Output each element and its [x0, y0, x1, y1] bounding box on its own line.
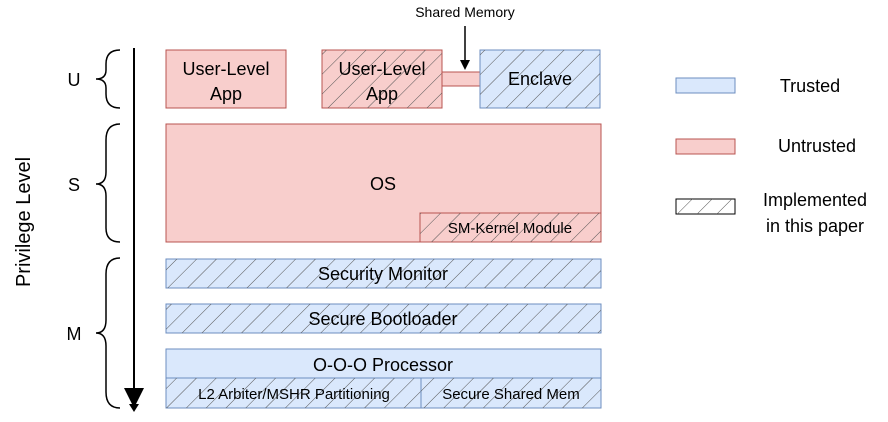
level-s-label: S [68, 175, 80, 195]
level-u-label: U [68, 70, 81, 90]
hatch-overlay [676, 199, 735, 214]
hatch-overlay [421, 378, 601, 408]
hatch-overlay [322, 50, 442, 108]
legend-untrusted-label: Untrusted [778, 136, 856, 156]
l2-arbiter-label: L2 Arbiter/MSHR Partitioning [198, 386, 390, 403]
secure-shared-mem-label: Secure Shared Mem [442, 386, 580, 403]
user-level-app-block [165, 49, 287, 109]
legend-implemented-label-line1: Implemented [763, 190, 867, 210]
ooo-processor-label: O-O-O Processor [313, 355, 453, 375]
user-level-app-label-line2: App [210, 84, 242, 104]
legend-untrusted-swatch [675, 138, 736, 155]
hatch-overlay [166, 304, 601, 333]
hatch-overlay [480, 50, 600, 108]
hatch-overlay [420, 213, 601, 242]
user-level-app-label-line1: User-Level [182, 59, 269, 79]
legend-implemented-label-line2: in this paper [766, 216, 864, 236]
privilege-level-axis-label: Privilege Level [13, 157, 35, 287]
hatch-overlay [166, 259, 601, 288]
security-monitor-label: Security Monitor [318, 264, 448, 284]
enclave-label: Enclave [508, 69, 572, 89]
legend-trusted-label: Trusted [780, 76, 840, 96]
user-level-app-hatched-label-line1: User-Level [338, 59, 425, 79]
brace-s [95, 123, 121, 243]
axis-arrowhead [129, 404, 139, 412]
hatch-overlay [166, 378, 421, 408]
brace-u [95, 49, 121, 109]
user-level-app-hatched-label-line2: App [366, 84, 398, 104]
secure-bootloader-label: Secure Bootloader [308, 309, 457, 329]
brace-m [95, 257, 121, 409]
legend-trusted-swatch [675, 77, 736, 94]
shared-memory-label: Shared Memory [415, 4, 515, 20]
shared-memory-block [441, 71, 481, 87]
os-label: OS [370, 174, 396, 194]
shared-memory-arrowhead [460, 60, 470, 70]
level-m-label: M [67, 324, 82, 344]
sm-kernel-module-label: SM-Kernel Module [448, 220, 572, 237]
